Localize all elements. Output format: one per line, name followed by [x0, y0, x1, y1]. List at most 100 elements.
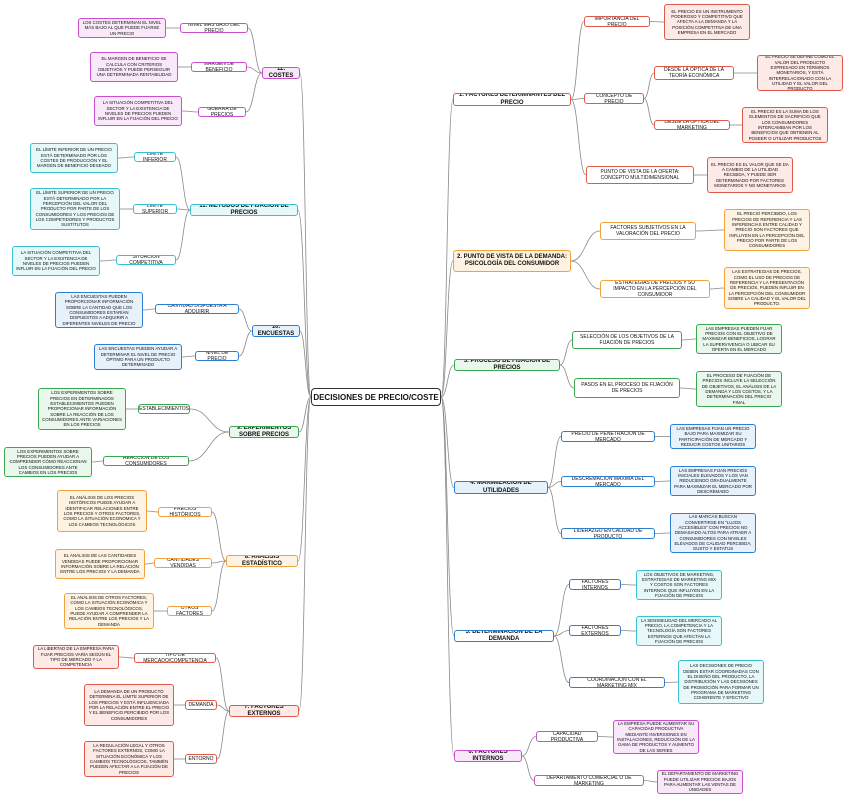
nivel-note: LAS ENCUESTAS PUEDEN AYUDAR A DETERMINAR… — [94, 344, 182, 370]
guerra-label[interactable]: GUERRA DE PRECIOS — [198, 107, 246, 117]
branch-4-label[interactable]: 4. MAXIMIZACIÓN DE UTILIDADES — [454, 481, 548, 494]
connector-capacidad-label — [521, 736, 537, 757]
capacidad-label[interactable]: CAPACIDAD PRODUCTIVA — [536, 731, 598, 742]
branch-9-label[interactable]: 9. EXPERIMENTOS SOBRE PRECIOS — [229, 426, 299, 438]
connector-nivel-label — [238, 330, 253, 357]
connector-branch-2-label — [440, 260, 454, 398]
connector-subjetivos-note — [695, 229, 725, 232]
pasos-note: EL PROCESO DE FIJACIÓN DE PRECIOS INCLUY… — [696, 371, 782, 407]
branch-3-label[interactable]: 3. PROCESO DE FIJACIÓN DE PRECIOS — [454, 359, 560, 371]
branch-8-label[interactable]: 8. ANÁLISIS ESTADÍSTICO — [226, 555, 298, 567]
connector-margen-label — [246, 66, 263, 74]
connector-cantidades-note — [144, 562, 155, 565]
connector-branch-1-label — [440, 99, 454, 398]
connector-estrategias-note — [709, 287, 725, 290]
connector-externos-note — [620, 630, 637, 632]
cantidades-label[interactable]: CANTIDADES VENDIDAS — [154, 558, 212, 568]
externos-label[interactable]: FACTORES EXTERNOS — [569, 625, 621, 636]
connector-nivel-bajo-label — [247, 27, 263, 74]
connector-situacion-label — [175, 209, 191, 261]
connector-tipo-note — [118, 656, 135, 659]
connector-internos-note — [620, 584, 637, 586]
connector-establecimientos-label — [189, 408, 230, 433]
connector-departamento-label — [521, 755, 535, 781]
connector-demanda-label — [216, 704, 230, 712]
guerra-note: LA SITUACIÓN COMPETITIVA DEL SECTOR Y LA… — [94, 96, 182, 126]
estrategias-label[interactable]: ESTRATEGIAS DE PRECIOS Y SU IMPACTO EN L… — [600, 280, 710, 298]
connector-importancia-note — [649, 21, 665, 23]
branch-7-label[interactable]: 7. FACTORES EXTERNOS — [229, 705, 299, 717]
connector-guerra-label — [245, 72, 263, 113]
descremacion-label[interactable]: DESCREMACIÓN MÁXIMA DEL MERCADO — [561, 476, 655, 487]
situacion-label[interactable]: SITUACIÓN COMPETITIVA — [116, 255, 176, 265]
branch-5-label[interactable]: 5. DETERMINACIÓN DE LA DEMANDA — [454, 630, 554, 642]
connector-tipo-label — [215, 657, 230, 712]
demanda-label[interactable]: DEMANDA — [185, 700, 217, 710]
superior-label[interactable]: LÍMITE SUPERIOR — [133, 204, 177, 214]
margen-label[interactable]: MARGEN DE BENEFICIO — [191, 62, 247, 72]
pasos-label[interactable]: PASOS EN EL PROCESO DE FIJACIÓN DE PRECI… — [574, 378, 680, 398]
historicos-note: EL ANÁLISIS DE LOS PRECIOS HISTÓRICOS PU… — [57, 490, 147, 532]
subjetivos-label[interactable]: FACTORES SUBJETIVOS EN LA VALORACIÓN DEL… — [600, 222, 696, 240]
liderazgo-label[interactable]: LIDERAZGO EN CALIDAD DE PRODUCTO — [561, 528, 655, 539]
connector-guerra-note — [181, 110, 199, 113]
otros-label[interactable]: OTROS FACTORES — [167, 606, 212, 616]
concepto-label[interactable]: CONCEPTO DE PRECIO — [584, 93, 644, 104]
marketing-label[interactable]: DESDE LA ÓPTICA DEL MARKETING — [654, 120, 730, 130]
branch-11-label[interactable]: 11. MÉTODOS DE FIJACIÓN DE PRECIOS — [190, 204, 298, 216]
cantidades-note: EL ANÁLISIS DE LAS CANTIDADES VENDIDAS P… — [55, 549, 145, 579]
connector-branch-4-label — [440, 396, 455, 488]
connector-branch-3-label — [440, 364, 455, 398]
departamento-label[interactable]: DEPARTAMENTO COMERCIAL O DE MARKETING — [534, 775, 644, 786]
connector-entorno-label — [216, 710, 230, 760]
connector-teoria-label — [643, 72, 655, 99]
connector-seleccion-note — [681, 338, 697, 341]
nivel-label[interactable]: NIVEL DE PRECIO — [195, 351, 239, 361]
establecimientos-label[interactable]: ESTABLECIMIENTOS — [138, 404, 190, 414]
connector-descremacion-label — [547, 481, 562, 488]
connector-externos-label — [553, 630, 570, 637]
seleccion-label[interactable]: SELECCIÓN DE LOS OBJETIVOS DE LA FIJACIÓ… — [572, 331, 682, 349]
connector-branch-12-label — [299, 72, 312, 398]
historicos-label[interactable]: PRECIOS HISTÓRICOS — [158, 507, 212, 517]
connector-marketing-label — [643, 98, 655, 126]
connector-branch-8-label — [297, 396, 312, 562]
inferior-label[interactable]: LÍMITE INFERIOR — [134, 152, 176, 162]
internos-label[interactable]: FACTORES INTERNOS — [569, 579, 621, 590]
connector-departamento-note — [643, 780, 658, 783]
connector-branch-6-label — [440, 396, 455, 757]
tipo-note: LA LIBERTAD DE LA EMPRESA PARA FIJAR PRE… — [33, 645, 119, 669]
branch-10-label[interactable]: 10. ENCUESTAS — [252, 325, 300, 337]
importancia-label[interactable]: IMPORTANCIA DEL PRECIO — [584, 16, 650, 27]
capacidad-note: LA EMPRESA PUEDE AUMENTAR SU CAPACIDAD P… — [613, 720, 699, 754]
connector-estrategias-label — [570, 260, 601, 290]
superior-note: EL LÍMITE SUPERIOR DE UN PRECIO ESTÁ DET… — [30, 188, 120, 230]
oferta-label[interactable]: PUNTO DE VISTA DE LA OFERTA: CONCEPTO MU… — [586, 166, 694, 184]
entorno-label[interactable]: ENTORNO — [185, 754, 217, 764]
seleccion-note: LAS EMPRESAS PUEDEN FIJAR PRECIOS CON EL… — [696, 324, 782, 354]
central-topic[interactable]: DECISIONES DE PRECIO/COSTE — [311, 388, 441, 406]
coordinacion-label[interactable]: COORDINACIÓN CON EL MARKETING MIX — [569, 677, 665, 688]
branch-2-label[interactable]: 2. PUNTO DE VISTA DE LA DEMANDA: PSICOLO… — [453, 250, 571, 272]
penetracion-label[interactable]: PRECIO DE PENETRACIÓN DE MERCADO — [561, 431, 655, 442]
inferior-note: EL LÍMITE INFERIOR DE UN PRECIO ESTÁ DET… — [30, 143, 118, 173]
connector-liderazgo-note — [654, 532, 671, 534]
subjetivos-note: EL PRECIO PERCIBIDO, LOS PRECIOS DE REFE… — [724, 209, 810, 251]
descremacion-note: LAS EMPRESAS FIJAN PRECIOS INICIALES ELE… — [670, 466, 756, 496]
cantidad-label[interactable]: CANTIDAD DISPUESTA A ADQUIRIR — [155, 304, 239, 314]
connector-capacidad-note — [597, 736, 614, 738]
reaccion-label[interactable]: REACCIÓN DE LOS CONSUMIDORES — [103, 456, 189, 466]
branch-12-label[interactable]: 12. COSTES — [262, 67, 300, 79]
oferta-note: EL PRECIO ES EL VALOR QUE SE DA A CAMBIO… — [707, 157, 793, 193]
nivel-bajo-label[interactable]: NIVEL MÁS BAJO DEL PRECIO — [180, 23, 248, 33]
teoria-label[interactable]: DESDE LA ÓPTICA DE LA TEORÍA ECONÓMICA — [654, 66, 734, 80]
entorno-note: LA REGULACIÓN LEGAL Y OTROS FACTORES EXT… — [84, 741, 174, 777]
connector-branch-11-label — [297, 209, 312, 398]
branch-1-label[interactable]: 1. FACTORES DETERMINANTES DEL PRECIO — [453, 93, 571, 106]
connector-historicos-note — [146, 510, 159, 513]
teoria-note: EL PRECIO SE DEFINE COMO EL VALOR DEL PR… — [757, 55, 843, 91]
branch-6-label[interactable]: 6. FACTORES INTERNOS — [454, 750, 522, 762]
otros-note: EL ANÁLISIS DE OTROS FACTORES, COMO LA S… — [64, 593, 154, 629]
tipo-label[interactable]: TIPO DE MERCADO/COMPETENCIA — [134, 653, 216, 663]
